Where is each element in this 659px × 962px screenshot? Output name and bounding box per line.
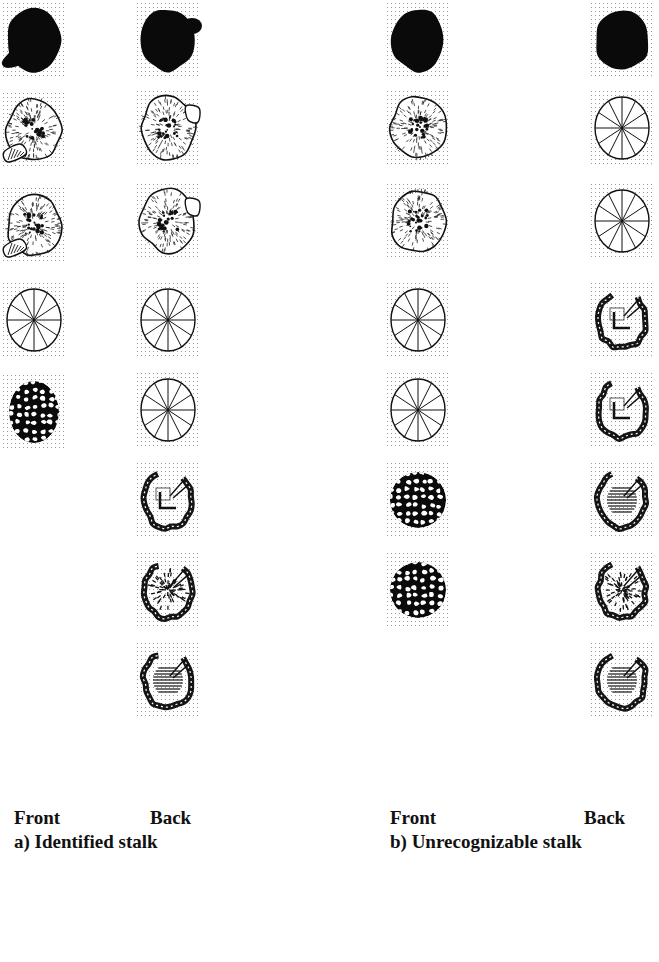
pixel-grid xyxy=(2,374,66,450)
pixel-grid xyxy=(136,642,200,718)
pixel-grid xyxy=(590,183,654,259)
panel-caption: a) Identified stalk xyxy=(14,832,158,853)
stalk-image xyxy=(386,372,450,448)
stalk-image xyxy=(136,462,200,538)
column-label: Front xyxy=(390,808,436,829)
pixel-grid xyxy=(136,2,200,78)
stalk-image xyxy=(2,92,66,168)
pixel-grid xyxy=(590,372,654,448)
pixel-grid xyxy=(590,90,654,166)
stalk-image xyxy=(590,2,654,78)
pixel-grid xyxy=(136,552,200,628)
pixel-grid xyxy=(136,183,200,259)
stalk-image xyxy=(386,2,450,78)
stalk-image xyxy=(2,2,66,78)
stalk-image xyxy=(386,183,450,259)
image-column xyxy=(136,2,202,718)
pixel-grid xyxy=(2,187,66,263)
stalk-image xyxy=(136,372,200,448)
stalk-image xyxy=(590,642,654,718)
stalk-image xyxy=(386,90,450,166)
pixel-grid xyxy=(590,642,654,718)
stalk-image xyxy=(386,282,450,358)
stalk-image xyxy=(136,552,200,628)
column-label: Front xyxy=(14,808,60,829)
image-column xyxy=(2,2,66,450)
image-column xyxy=(590,2,654,718)
stalk-image xyxy=(386,462,450,538)
pixel-grid xyxy=(2,282,66,358)
stalk-image xyxy=(590,552,654,628)
pixel-grid xyxy=(386,462,450,538)
pixel-grid xyxy=(136,372,200,448)
pixel-grid xyxy=(590,2,654,78)
stalk-image xyxy=(2,374,66,450)
stalk-image xyxy=(590,183,654,259)
image-column xyxy=(386,2,450,628)
pixel-grid xyxy=(386,2,450,78)
column-label: Back xyxy=(584,808,625,829)
pixel-grid xyxy=(590,462,654,538)
stalk-image xyxy=(136,282,200,358)
stalk-image xyxy=(2,187,66,263)
pixel-grid xyxy=(2,2,66,78)
pixel-grid xyxy=(590,552,654,628)
stalk-image xyxy=(590,372,654,448)
stalk-image xyxy=(386,552,450,628)
stalk-image xyxy=(136,90,200,166)
pixel-grid xyxy=(136,90,200,166)
pixel-grid xyxy=(590,282,654,358)
stalk-image xyxy=(2,282,66,358)
stalk-image xyxy=(590,462,654,538)
pixel-grid xyxy=(386,183,450,259)
pixel-grid xyxy=(136,282,200,358)
stalk-image xyxy=(136,183,200,259)
pixel-grid xyxy=(386,282,450,358)
pixel-grid xyxy=(386,372,450,448)
stalk-image xyxy=(590,282,654,358)
pixel-grid xyxy=(386,552,450,628)
column-label: Back xyxy=(150,808,191,829)
stalk-image xyxy=(590,90,654,166)
pixel-grid xyxy=(136,462,200,538)
stalk-image xyxy=(136,642,200,718)
stalk-image xyxy=(136,2,202,78)
panel-caption: b) Unrecognizable stalk xyxy=(390,832,582,853)
pixel-grid xyxy=(386,90,450,166)
pixel-grid xyxy=(2,92,66,168)
